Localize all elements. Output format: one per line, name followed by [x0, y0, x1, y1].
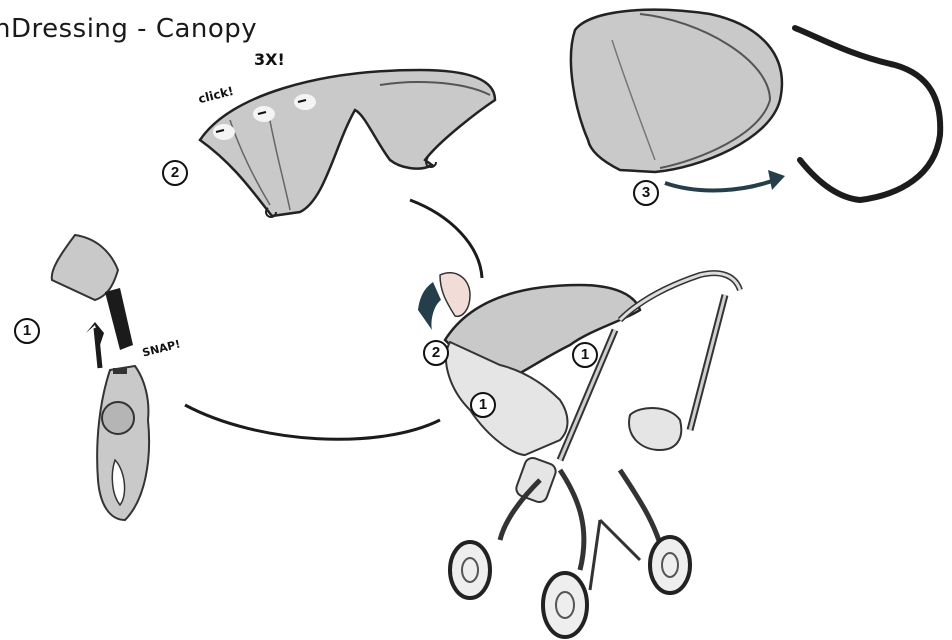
- step-3-marker: 3: [633, 180, 659, 206]
- connector-line-left: [185, 405, 440, 439]
- stroller-step-1-marker-right: 1: [572, 342, 598, 368]
- stroller-illustration: [418, 273, 740, 637]
- canopy-remove-illustration: [571, 10, 940, 200]
- step-2-marker: 2: [162, 160, 188, 186]
- stroller-step-1-marker-left: 1: [470, 392, 496, 418]
- page-title: nDressing - Canopy: [0, 14, 257, 44]
- connector-line-top: [410, 200, 482, 278]
- canopy-click-illustration: [200, 70, 495, 217]
- snap-clip-illustration: [52, 235, 149, 520]
- repeat-count-label: 3X!: [254, 50, 285, 69]
- step-1-marker: 1: [14, 318, 40, 344]
- stroller-step-2-marker: 2: [423, 340, 449, 366]
